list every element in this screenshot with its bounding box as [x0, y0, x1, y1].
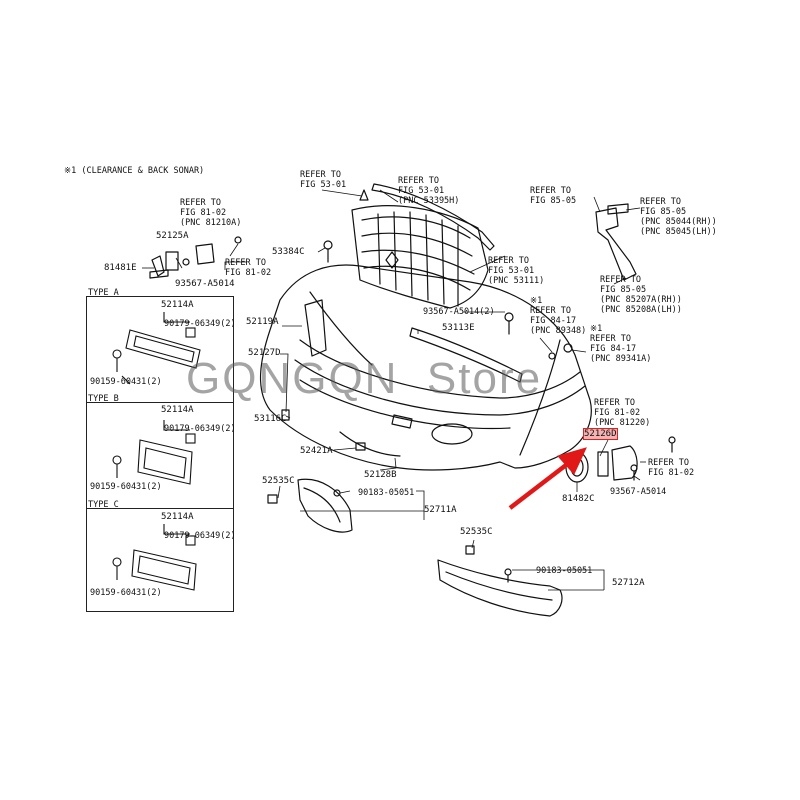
part-52712a[interactable]: 52712A — [612, 578, 645, 588]
part-52535c-upper[interactable]: 52535C — [262, 476, 295, 486]
upper-bracket-drawing — [151, 255, 165, 277]
ref-fig-85-05-pnc-85044[interactable]: REFER TO FIG 85-05 (PNC 85044(RH)) (PNC … — [640, 197, 717, 237]
type-b-part[interactable]: 52114A — [161, 405, 194, 415]
fog-lamp-drawing — [611, 445, 638, 481]
lower-molding-drawing — [409, 327, 523, 383]
type-c-part[interactable]: 52114A — [161, 512, 194, 522]
part-93567-a5014-left[interactable]: 93567-A5014 — [175, 279, 235, 289]
ref-fig-81-02-pnc-81220[interactable]: REFER TO FIG 81-02 (PNC 81220) — [594, 398, 651, 428]
type-c-screw[interactable]: 90179-06349(2) — [164, 531, 236, 541]
part-90183-05051-lower[interactable]: 90183-05051 — [536, 566, 593, 576]
splash-shield-drawing — [297, 478, 353, 533]
type-c-box — [86, 508, 234, 612]
type-c-title: TYPE C — [88, 500, 119, 510]
part-52535c-lower[interactable]: 52535C — [460, 527, 493, 537]
type-a-screw[interactable]: 90179-06349(2) — [164, 319, 236, 329]
part-52128b[interactable]: 52128B — [364, 470, 397, 480]
grille-drawing — [351, 205, 489, 309]
type-a-plate-drawing — [112, 312, 201, 385]
type-b-bolt[interactable]: 90159-60431(2) — [90, 482, 162, 492]
part-81482c[interactable]: 81482C — [562, 494, 595, 504]
grille-molding-drawing — [371, 183, 495, 251]
part-53113e[interactable]: 53113E — [442, 323, 475, 333]
ref-fig-81-02-left[interactable]: REFER TO FIG 81-02 — [225, 258, 272, 278]
part-52125a[interactable]: 52125A — [156, 231, 189, 241]
ref-fig-85-05-top[interactable]: REFER TO FIG 85-05 — [530, 186, 577, 206]
part-93567-a5014-mid[interactable]: 93567-A5014(2) — [423, 307, 495, 317]
ref-fig-81-02-right[interactable]: REFER TO FIG 81-02 — [648, 458, 695, 478]
ref-fig-84-17-pnc-89341a[interactable]: ※1 REFER TO FIG 84-17 (PNC 89341A) — [590, 324, 652, 364]
part-52119a[interactable]: 52119A — [246, 317, 279, 327]
sonar-bracket-drawing — [595, 207, 637, 281]
type-a-part[interactable]: 52114A — [161, 300, 194, 310]
type-b-plate-drawing — [112, 420, 196, 485]
ref-fig-85-05-pnc-85207a[interactable]: REFER TO FIG 85-05 (PNC 85207A(RH)) (PNC… — [600, 275, 682, 315]
ref-fig-84-17-pnc-89348[interactable]: ※1 REFER TO FIG 84-17 (PNC 89348) — [530, 296, 587, 336]
part-52127d[interactable]: 52127D — [248, 348, 281, 358]
ref-fig-53-01-pnc-53111[interactable]: REFER TO FIG 53-01 (PNC 53111) — [488, 256, 545, 286]
part-53384c[interactable]: 53384C — [272, 247, 305, 257]
ref-fig-53-01-pnc-53395h[interactable]: REFER TO FIG 53-01 (PNC 53395H) — [398, 176, 460, 206]
type-b-screw[interactable]: 90179-06349(2) — [164, 424, 236, 434]
type-a-title: TYPE A — [88, 288, 119, 298]
type-b-box — [86, 402, 234, 509]
store-watermark: GQNGQN Store — [186, 354, 543, 403]
lower-spoiler-drawing — [437, 559, 563, 617]
type-c-plate-drawing — [112, 524, 197, 591]
type-b-title: TYPE B — [88, 394, 119, 404]
ref-fig-81-02-pnc-81210a[interactable]: REFER TO FIG 81-02 (PNC 81210A) — [180, 198, 242, 228]
type-c-bolt[interactable]: 90159-60431(2) — [90, 588, 162, 598]
part-93567-a5014-right[interactable]: 93567-A5014 — [610, 487, 667, 497]
part-90183-05051-upper[interactable]: 90183-05051 — [358, 488, 415, 498]
part-53116c[interactable]: 53116C — [254, 414, 287, 424]
type-a-bolt[interactable]: 90159-60431(2) — [90, 377, 162, 387]
clearance-note: ※1 (CLEARANCE & BACK SONAR) — [64, 166, 205, 176]
ref-fig-53-01-top[interactable]: REFER TO FIG 53-01 — [300, 170, 347, 190]
part-52126d-highlighted[interactable]: 52126D — [583, 428, 618, 440]
part-52711a[interactable]: 52711A — [424, 505, 457, 515]
red-pointer-arrow — [508, 447, 587, 510]
part-52421a[interactable]: 52421A — [300, 446, 333, 456]
part-81481e[interactable]: 81481E — [104, 263, 137, 273]
